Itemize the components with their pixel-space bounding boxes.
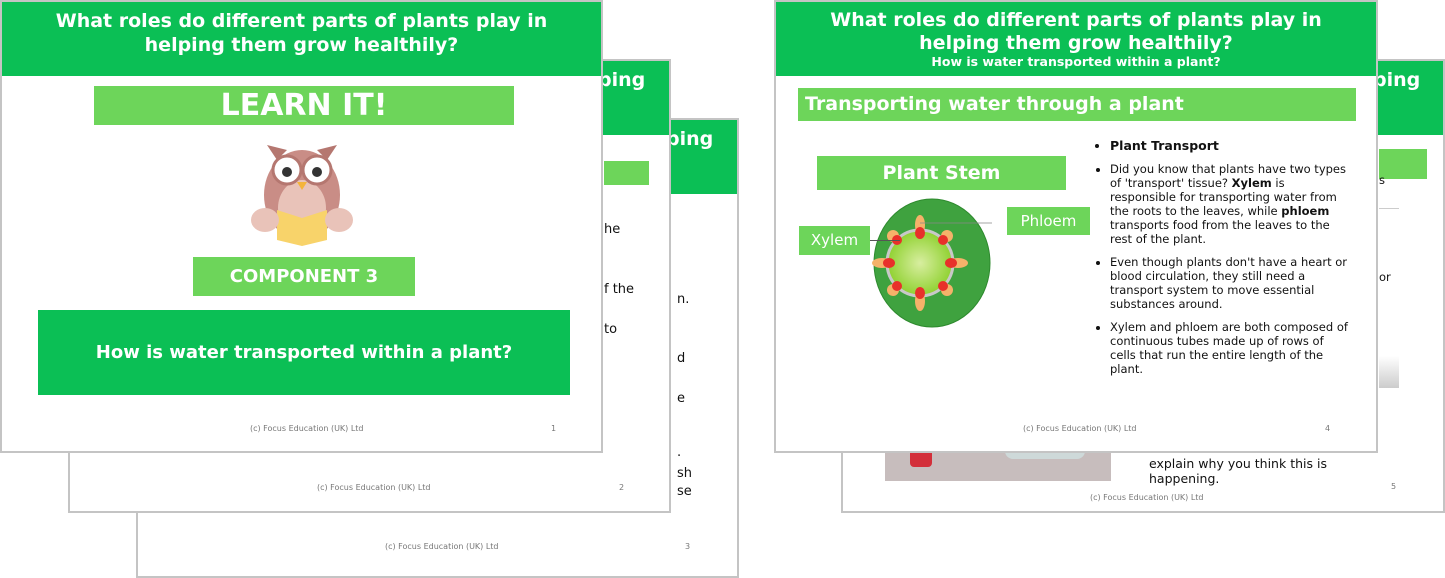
xylem-pointer (870, 240, 900, 241)
text-fragment: s (1379, 173, 1385, 187)
slide-1-thumbnail[interactable]: What roles do different parts of plants … (0, 0, 603, 453)
text-fragment: d (677, 351, 686, 366)
slide-header: What roles do different parts of plants … (2, 2, 601, 76)
image-fragment (1379, 356, 1399, 388)
text-fragment: explain why you think this is (1149, 456, 1327, 471)
component-label: COMPONENT 3 (193, 257, 415, 296)
bullet-item: Even though plants don't have a heart or… (1110, 255, 1350, 311)
divider (1379, 208, 1399, 209)
bullet-list: Plant Transport Did you know that plants… (1090, 139, 1350, 385)
slide-title: What roles do different parts of plants … (830, 9, 1322, 54)
footer: (c) Focus Education (UK) Ltd (1090, 493, 1204, 502)
text: Xylem (1231, 176, 1272, 190)
slide-subtitle: How is water transported within a plant? (931, 54, 1221, 69)
text-fragment: to (604, 322, 618, 337)
question-box: How is water transported within a plant? (38, 310, 570, 395)
stem-cross-section-diagram (872, 198, 992, 328)
bullet-item: Xylem and phloem are both composed of co… (1110, 320, 1350, 376)
plant-stem-label: Plant Stem (817, 156, 1066, 190)
text-fragment: sh (677, 466, 693, 481)
heading-bar (1379, 149, 1427, 179)
text: Did you know that plants have two types … (1110, 162, 1346, 190)
text: is responsible for transporting water fr… (1110, 176, 1337, 218)
slide-number: 3 (685, 542, 691, 551)
title-fragment: ping (666, 128, 714, 150)
footer: (c) Focus Education (UK) Ltd (317, 483, 431, 492)
text-fragment: n. (677, 292, 690, 307)
title-fragment: ping (1373, 69, 1421, 91)
slide-4-thumbnail[interactable]: What roles do different parts of plants … (774, 0, 1378, 453)
text-fragment: se (677, 484, 692, 499)
slide-number: 4 (1325, 424, 1331, 433)
text-fragment: e (677, 391, 685, 406)
text-fragment: f the (604, 282, 635, 297)
phloem-label: Phloem (1007, 207, 1090, 235)
bullet-item: Did you know that plants have two types … (1110, 162, 1350, 246)
owl-reading-icon (251, 145, 353, 246)
text: transports food from the leaves to the r… (1110, 218, 1330, 246)
learn-it-banner: LEARN IT! (94, 86, 514, 125)
title-fragment: ping (598, 69, 646, 91)
text-fragment: happening. (1149, 471, 1220, 486)
text-fragment: or (1379, 270, 1391, 284)
footer: (c) Focus Education (UK) Ltd (1023, 424, 1137, 433)
slide-number: 5 (1391, 482, 1397, 491)
text-fragment: . (677, 445, 682, 460)
heading-bar (604, 161, 649, 185)
footer: (c) Focus Education (UK) Ltd (250, 424, 364, 433)
slide-number: 2 (619, 483, 625, 492)
slide-header: What roles do different parts of plants … (776, 2, 1376, 76)
bullet-heading: Plant Transport (1110, 139, 1350, 153)
text: phloem (1281, 204, 1330, 218)
text-fragment: he (604, 222, 621, 237)
slide-number: 1 (551, 424, 557, 433)
xylem-label: Xylem (799, 226, 870, 255)
section-heading: Transporting water through a plant (798, 88, 1356, 121)
footer: (c) Focus Education (UK) Ltd (385, 542, 499, 551)
